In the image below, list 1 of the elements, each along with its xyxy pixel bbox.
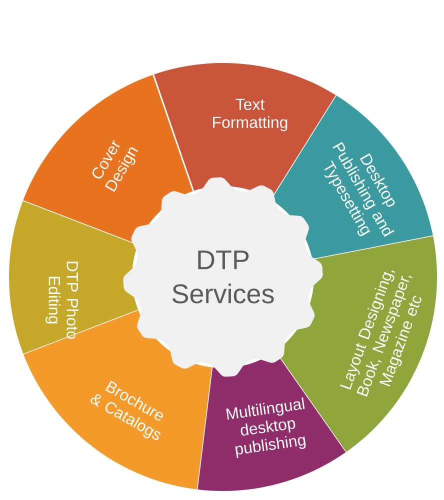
segment: DTP Photo Editing: [9, 200, 138, 354]
